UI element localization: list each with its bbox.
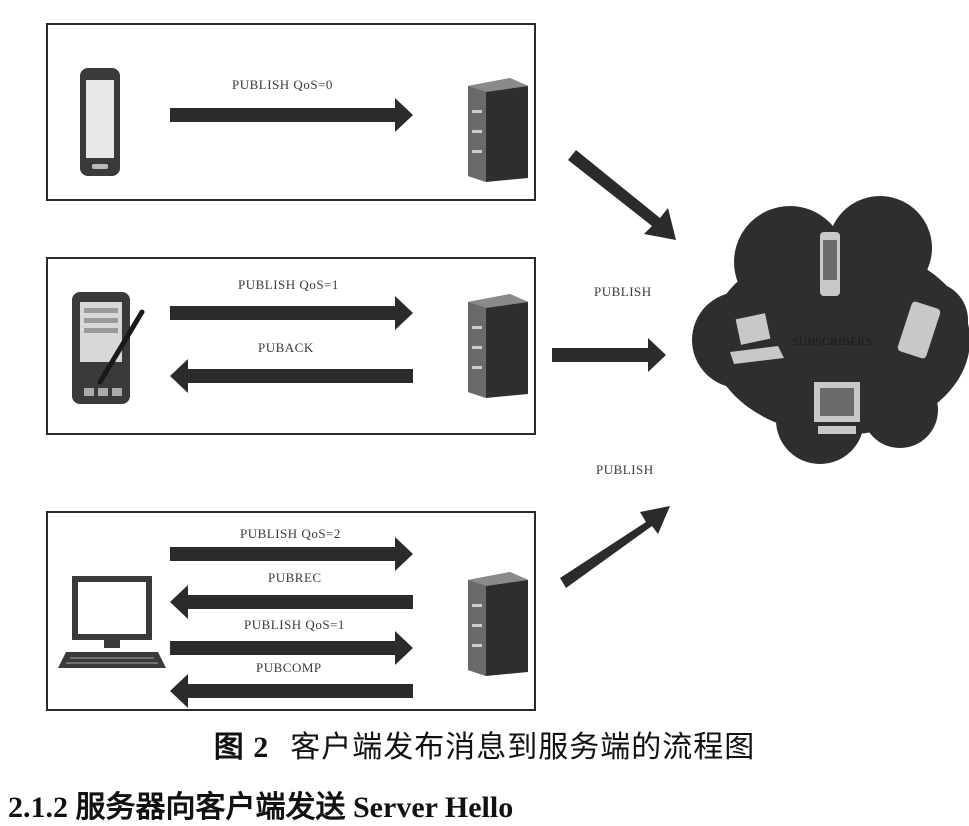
cloud-phone-icon — [820, 232, 840, 296]
arrow-pubcomp — [170, 674, 413, 708]
server-icon — [468, 294, 528, 398]
cloud-desktop-icon — [814, 382, 860, 434]
arrow-puback — [170, 359, 413, 393]
pda-icon — [72, 292, 145, 404]
msg-publish-qos1: PUBLISH QoS=1 — [238, 277, 339, 292]
arrow-relay-bottom — [560, 506, 670, 588]
figure-caption: 图 2 客户端发布消息到服务端的流程图 — [0, 722, 969, 766]
msg-publish-qos0: PUBLISH QoS=0 — [232, 77, 333, 92]
arrow-publish-qos2 — [170, 537, 413, 571]
cloud-laptop-icon — [730, 313, 784, 364]
relay-label-middle: PUBLISH — [594, 284, 652, 299]
server-icon — [468, 572, 528, 676]
relay-label-bottom: PUBLISH — [596, 462, 654, 477]
cloud-pda-icon — [897, 301, 941, 359]
section-heading: 2.1.2 服务器向客户端发送 Server Hello — [8, 791, 514, 824]
arrow-publish-qos1-b — [170, 631, 413, 665]
mqtt-publish-flow-diagram: PUBLISH QoS=0 PUBLISH QoS=1 PUBACK — [46, 23, 969, 711]
arrow-publish-qos0 — [170, 98, 413, 132]
arrow-relay-top — [568, 150, 676, 240]
desktop-icon — [58, 576, 166, 668]
server-icon — [468, 78, 528, 182]
msg-pubrec: PUBREC — [268, 570, 322, 585]
figure-title: 客户端发布消息到服务端的流程图 — [290, 730, 756, 765]
msg-publish-qos2: PUBLISH QoS=2 — [240, 526, 341, 541]
phone-icon — [80, 68, 120, 176]
figure-number: 图 2 — [213, 731, 270, 764]
arrow-relay-middle — [552, 338, 666, 372]
arrow-publish-qos1 — [170, 296, 413, 330]
arrow-pubrec — [170, 585, 413, 619]
msg-puback: PUBACK — [258, 340, 314, 355]
cloud-label: SUBSCRIBERS — [792, 334, 872, 348]
msg-pubcomp: PUBCOMP — [256, 660, 322, 675]
msg-publish-qos1-b: PUBLISH QoS=1 — [244, 617, 345, 632]
